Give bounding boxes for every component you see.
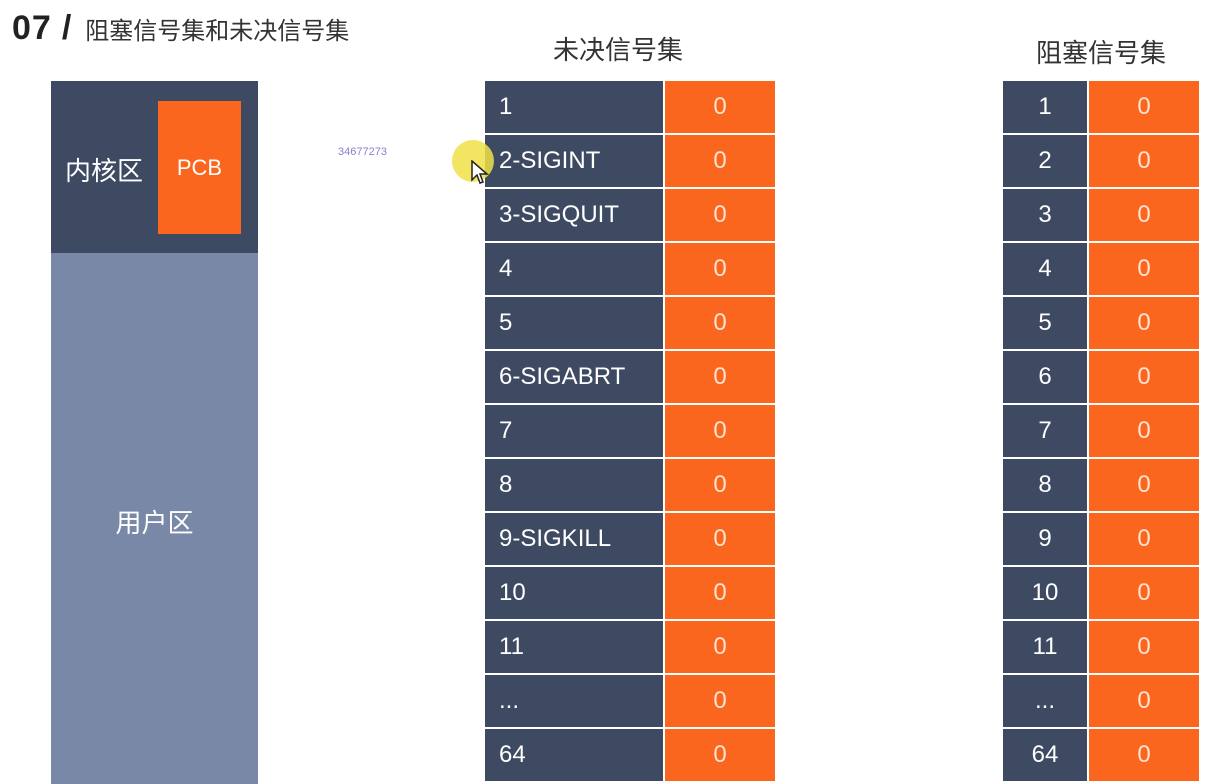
- pending-bit-value: 0: [665, 243, 775, 295]
- pending-signal-name: 6-SIGABRT: [485, 351, 663, 403]
- mouse-cursor: [450, 138, 500, 188]
- blocked-bit-value: 0: [1089, 351, 1199, 403]
- pending-signal-name: 11: [485, 621, 663, 673]
- user-space-block: 用户区: [51, 253, 258, 784]
- blocked-bit-value: 0: [1089, 621, 1199, 673]
- blocked-bit-value: 0: [1089, 189, 1199, 241]
- blocked-row: ...0: [1003, 675, 1199, 727]
- pending-bit-value: 0: [665, 567, 775, 619]
- blocked-bit-value: 0: [1089, 81, 1199, 133]
- pending-signal-name: 5: [485, 297, 663, 349]
- blocked-signal-name: 3: [1003, 189, 1087, 241]
- pending-signal-name: 64: [485, 729, 663, 781]
- blocked-signal-name: 7: [1003, 405, 1087, 457]
- blocked-signal-name: 9: [1003, 513, 1087, 565]
- blocked-bit-value: 0: [1089, 135, 1199, 187]
- blocked-signal-name: 10: [1003, 567, 1087, 619]
- cursor-arrow-icon: [471, 160, 489, 184]
- slide-slash: /: [61, 8, 72, 47]
- pending-bit-value: 0: [665, 729, 775, 781]
- blocked-signal-name: 8: [1003, 459, 1087, 511]
- slide-title-text: 阻塞信号集和未决信号集: [85, 17, 350, 45]
- pending-signal-name: ...: [485, 675, 663, 727]
- pending-signal-name: 9-SIGKILL: [485, 513, 663, 565]
- pending-signal-name: 8: [485, 459, 663, 511]
- blocked-bit-value: 0: [1089, 243, 1199, 295]
- blocked-signal-name: 4: [1003, 243, 1087, 295]
- blocked-signal-name: ...: [1003, 675, 1087, 727]
- process-memory-diagram: 内核区 PCB 用户区: [51, 81, 258, 784]
- pending-bit-value: 0: [665, 459, 775, 511]
- pending-bit-value: 0: [665, 675, 775, 727]
- slide-number: 07: [12, 8, 52, 47]
- watermark: 34677273: [338, 146, 387, 158]
- blocked-signal-name: 2: [1003, 135, 1087, 187]
- pending-row: ...0: [485, 675, 775, 727]
- pending-bit-value: 0: [665, 621, 775, 673]
- slide-title: 07 / 阻塞信号集和未决信号集: [12, 6, 349, 50]
- kernel-space-label: 内核区: [65, 156, 144, 186]
- blocked-signal-name: 1: [1003, 81, 1087, 133]
- pending-signal-name: 1: [485, 81, 663, 133]
- blocked-bit-value: 0: [1089, 459, 1199, 511]
- pending-bit-value: 0: [665, 81, 775, 133]
- blocked-bit-value: 0: [1089, 297, 1199, 349]
- blocked-set-title: 阻塞信号集: [1035, 38, 1166, 68]
- pending-signal-name: 2-SIGINT: [485, 135, 663, 187]
- pending-bit-value: 0: [665, 135, 775, 187]
- pcb-block: PCB: [158, 101, 241, 234]
- blocked-bit-value: 0: [1089, 405, 1199, 457]
- pending-bit-value: 0: [665, 351, 775, 403]
- blocked-signal-name: 6: [1003, 351, 1087, 403]
- blocked-bit-value: 0: [1089, 513, 1199, 565]
- user-space-label: 用户区: [115, 508, 194, 538]
- pending-bit-value: 0: [665, 513, 775, 565]
- pcb-label: PCB: [176, 154, 223, 180]
- blocked-bit-value: 0: [1089, 729, 1199, 781]
- pending-bit-value: 0: [665, 297, 775, 349]
- pending-signal-name: 7: [485, 405, 663, 457]
- pending-bit-value: 0: [665, 405, 775, 457]
- blocked-signal-name: 64: [1003, 729, 1087, 781]
- pending-set-title: 未决信号集: [552, 35, 683, 65]
- blocked-signal-name: 11: [1003, 621, 1087, 673]
- pending-signal-name: 3-SIGQUIT: [485, 189, 663, 241]
- pending-signal-name: 4: [485, 243, 663, 295]
- blocked-bit-value: 0: [1089, 675, 1199, 727]
- pending-signal-name: 10: [485, 567, 663, 619]
- blocked-bit-value: 0: [1089, 567, 1199, 619]
- kernel-space-block: 内核区 PCB: [51, 81, 258, 253]
- pending-bit-value: 0: [665, 189, 775, 241]
- blocked-signal-name: 5: [1003, 297, 1087, 349]
